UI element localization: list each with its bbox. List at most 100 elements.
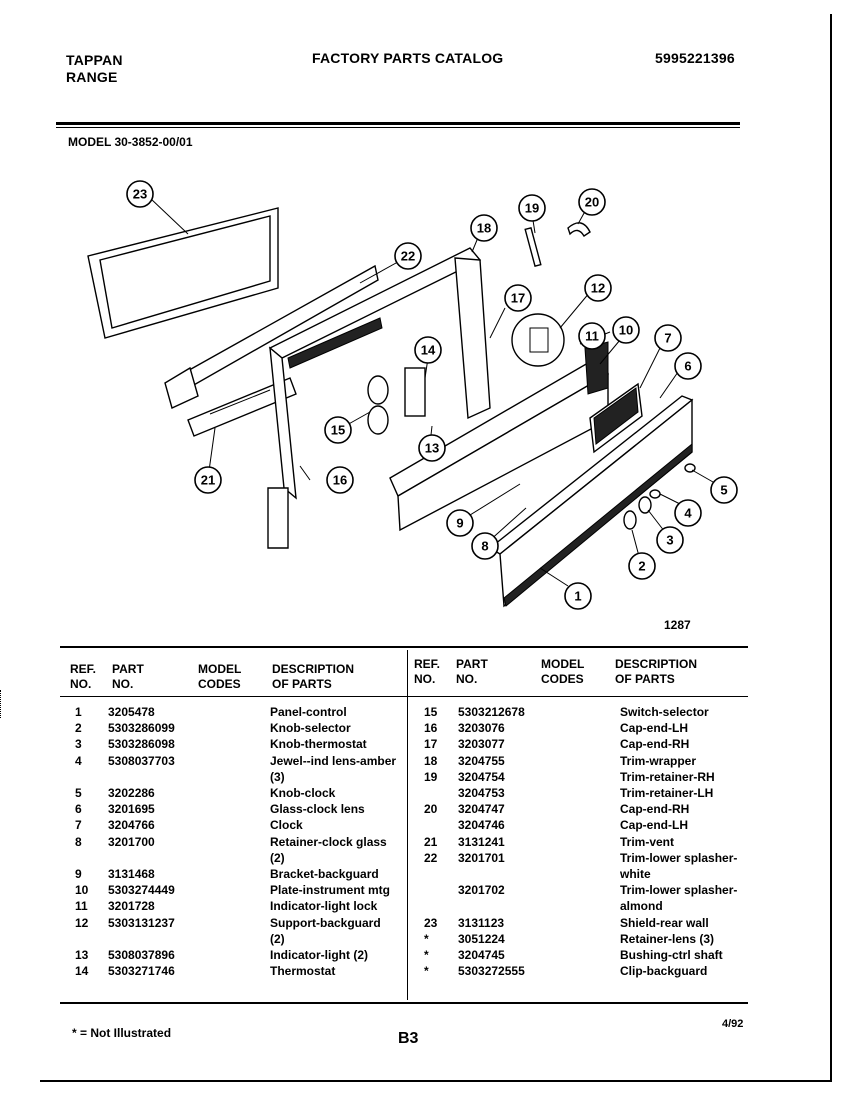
table-divider	[407, 650, 408, 1000]
trim-splasher-part	[164, 264, 379, 409]
row-part: 3202286	[108, 786, 155, 800]
row-desc: Trim-lower splasher-	[620, 850, 738, 865]
row-part: 3131468	[108, 867, 155, 881]
callout-label: 17	[511, 291, 525, 306]
ref-header-text: REF. NO.	[414, 657, 441, 686]
right-desc-header: DESCRIPTION OF PARTS	[615, 657, 697, 687]
row-desc: Trim-vent	[620, 834, 675, 849]
callout-label: 4	[684, 506, 692, 521]
row-ref: 23	[424, 915, 438, 930]
header-rule	[56, 122, 740, 125]
callout-label: 3	[666, 533, 673, 548]
page-border	[40, 14, 832, 1082]
row-ref: 14	[75, 964, 89, 979]
row-part: 3203076	[458, 721, 505, 736]
row-part: 3204753	[458, 786, 505, 800]
row-ref: 17	[424, 737, 438, 752]
trim-vent-part	[187, 377, 297, 437]
row-ref: 21	[424, 834, 438, 849]
desc-header-text: DESCRIPTION OF PARTS	[272, 662, 355, 691]
row-ref: 20	[424, 802, 438, 817]
callout-17: 17	[504, 284, 532, 312]
row-desc: Knob-clock	[270, 786, 336, 800]
row-part: 3203077	[458, 737, 505, 752]
row-desc: (2)	[270, 931, 285, 946]
right-ref-header: REF. NO.	[414, 657, 440, 687]
callout-label: 16	[333, 473, 347, 488]
callout-label: 11	[585, 329, 599, 344]
table-header-rule	[60, 696, 748, 697]
row-ref: 16	[424, 721, 438, 736]
callout-label: 15	[331, 423, 345, 438]
callout-6: 6	[674, 352, 702, 380]
row-desc: Retainer-clock glass	[270, 834, 387, 849]
row-part: 3131241	[458, 834, 505, 849]
catalog-number: 5995221396	[655, 50, 735, 66]
row-desc: Jewel--ind lens-amber	[270, 753, 397, 768]
row-part: 5303286099	[108, 721, 175, 736]
callout-23: 23	[126, 180, 154, 208]
left-ref-header: REF. NO.	[70, 662, 96, 692]
row-desc: Bushing-ctrl shaft	[620, 948, 723, 962]
row-part: 3201695	[108, 802, 155, 817]
scan-edge-mark	[0, 690, 7, 718]
callout-15: 15	[324, 416, 352, 444]
row-desc: Indicator-light lock	[270, 899, 378, 914]
callout-1: 1	[564, 582, 592, 610]
part-header-text: PART NO.	[456, 657, 488, 686]
row-desc: Thermostat	[270, 964, 336, 979]
callout-label: 10	[619, 323, 633, 338]
clock-part	[589, 382, 643, 454]
part-header-text: PART NO.	[112, 662, 144, 691]
row-part: 3204755	[458, 753, 505, 768]
callout-label: 9	[456, 516, 463, 531]
row-desc: (3)	[270, 769, 285, 784]
callout-19: 19	[518, 194, 546, 222]
right-part-header: PART NO.	[456, 657, 488, 687]
callout-9: 9	[446, 509, 474, 537]
row-desc: Cap-end-LH	[620, 818, 688, 833]
row-ref: *	[424, 964, 429, 979]
callout-12: 12	[584, 274, 612, 302]
row-part: 3204754	[458, 769, 505, 784]
callout-14: 14	[414, 336, 442, 364]
row-desc: Bracket-backguard	[270, 867, 379, 881]
row-part: 3204746	[458, 818, 505, 833]
model-label: MODEL 30-3852-00/01	[68, 135, 193, 149]
row-part: 5303286098	[108, 737, 175, 752]
row-desc: Glass-clock lens	[270, 802, 365, 817]
support-backguard-part	[511, 313, 565, 367]
row-ref: 19	[424, 769, 438, 784]
callout-label: 8	[481, 539, 488, 554]
row-part: 3204766	[108, 818, 155, 833]
row-desc: Retainer-lens (3)	[620, 931, 715, 946]
row-ref: 12	[75, 915, 89, 930]
row-desc: Support-backguard	[270, 915, 381, 930]
row-ref: 15	[424, 705, 438, 719]
row-desc: almond	[620, 899, 663, 914]
callout-label: 19	[525, 201, 539, 216]
trim-retainer-part	[524, 227, 542, 267]
row-part: 3201728	[108, 899, 155, 914]
callout-10: 10	[612, 316, 640, 344]
row-desc: Indicator-light (2)	[270, 948, 368, 962]
cap-end-part	[567, 222, 591, 237]
row-desc: Switch-selector	[620, 705, 709, 719]
row-part: 5303274449	[108, 883, 175, 898]
callout-5: 5	[710, 476, 738, 504]
callout-4: 4	[674, 499, 702, 527]
row-ref: 4	[75, 753, 82, 768]
row-desc: Clock	[270, 818, 303, 833]
row-ref: 11	[75, 899, 88, 914]
table-top-rule	[60, 646, 748, 648]
brand-line1: TAPPAN	[66, 52, 123, 68]
row-desc: Knob-thermostat	[270, 737, 367, 752]
callout-7: 7	[654, 324, 682, 352]
left-model-header: MODEL CODES	[198, 662, 241, 692]
row-desc: (2)	[270, 850, 285, 865]
shield-rear-wall-part	[87, 207, 279, 339]
row-desc: Cap-end-RH	[620, 802, 690, 817]
row-part: 3051224	[458, 931, 505, 946]
callout-2: 2	[628, 552, 656, 580]
